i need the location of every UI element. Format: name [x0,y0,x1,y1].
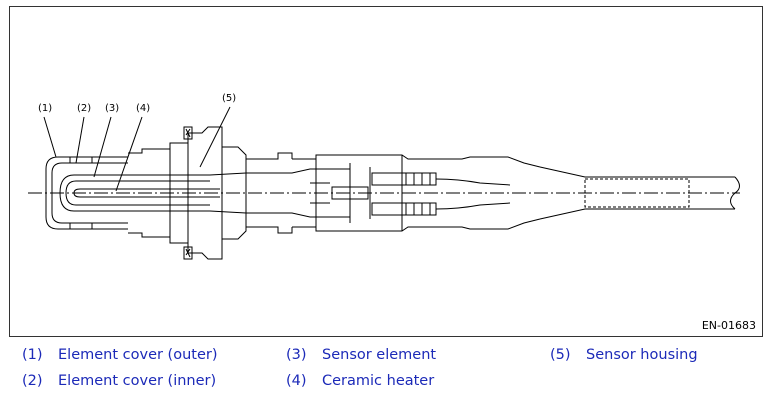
legend-label: Sensor element [322,347,437,363]
leader-3 [93,116,112,178]
gasket-bottom [183,246,193,260]
sensor-cross-section-figure: (1) (2) (3) (4) (5) EN-01683 [9,6,763,337]
legend-num: (2) [22,373,43,389]
legend-label: Element cover (inner) [58,373,217,389]
sensor-housing-top [128,126,293,160]
sensor-element [59,174,210,212]
legend: (1) Element cover (outer) (2) Element cove… [0,341,773,400]
legend-num: (4) [286,373,307,389]
legend-item: (4) Ceramic heater [286,373,434,389]
terminal-lower [371,202,437,216]
sensor-drawing [28,106,740,260]
ceramic-heater [73,188,220,198]
leader-5 [199,106,231,168]
protective-sleeve [584,178,690,208]
legend-item: (5) Sensor housing [550,347,698,363]
callout-2: (2) [77,103,92,114]
callout-4: (4) [136,103,151,114]
element-cover-inner [51,162,128,224]
gasket-top [183,126,193,140]
leader-1 [43,116,57,158]
legend-label: Ceramic heater [322,373,435,389]
legend-label: Sensor housing [586,347,698,363]
sensor-housing-bottom [128,226,293,260]
legend-item: (3) Sensor element [286,347,436,363]
leader-4 [115,116,143,192]
terminal-upper [371,172,437,186]
figure-id: EN-01683 [701,319,756,332]
callout-1: (1) [38,103,53,114]
callout-5: (5) [222,93,237,104]
legend-label: Element cover (outer) [58,347,218,363]
legend-num: (1) [22,347,43,363]
legend-num: (5) [550,347,571,363]
callout-3: (3) [105,103,120,114]
legend-item: (1) Element cover (outer) [22,347,218,363]
legend-item: (2) Element cover (inner) [22,373,216,389]
element-cover-outer [45,156,128,230]
leader-2 [75,116,85,164]
legend-num: (3) [286,347,307,363]
